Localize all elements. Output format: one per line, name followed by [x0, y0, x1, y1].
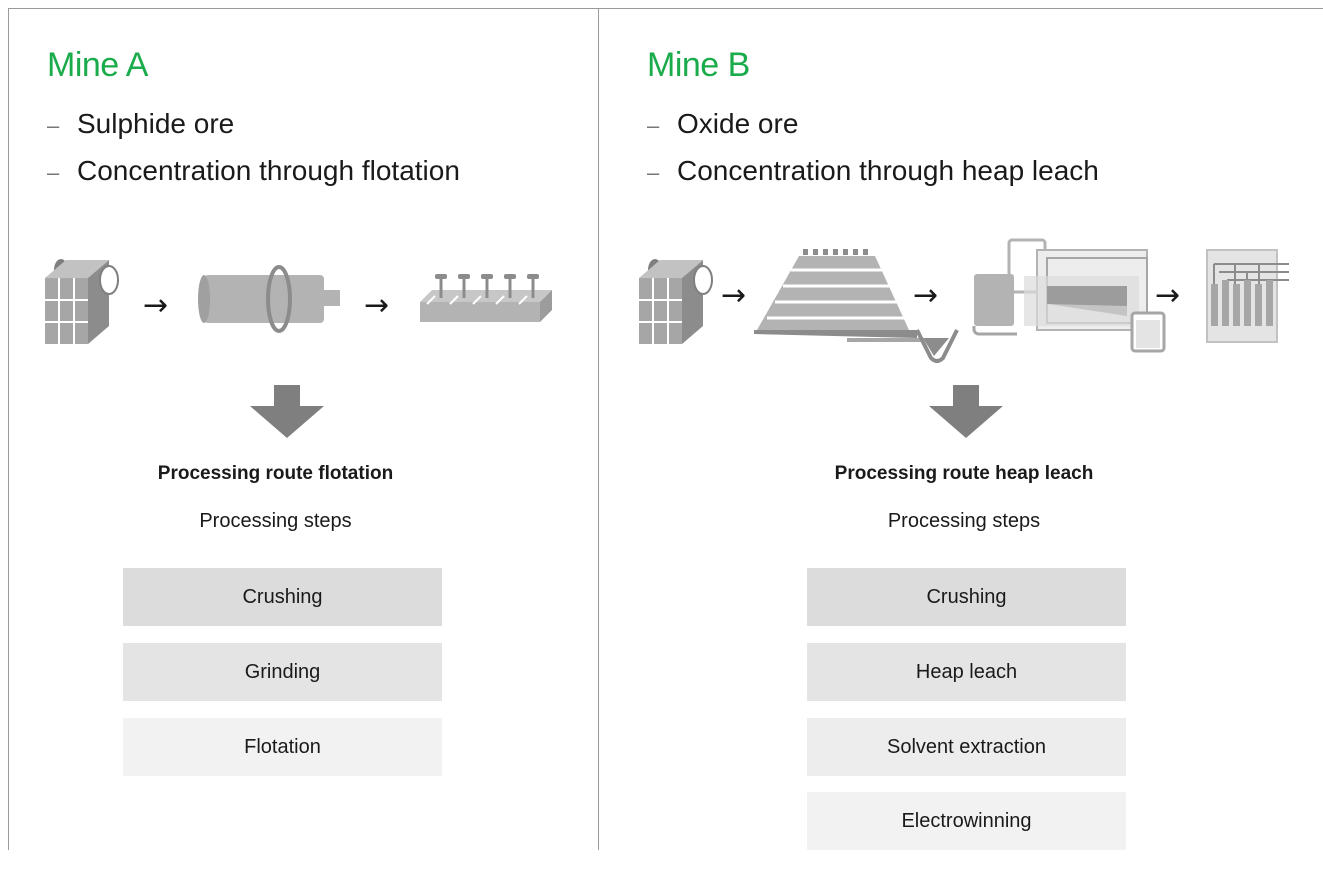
mine-b-bullet-text: Concentration through heap leach — [677, 155, 1099, 186]
flow-arrow-icon: → — [364, 288, 389, 323]
process-step-electrowinning: Electrowinning — [807, 792, 1126, 850]
mine-a-bullet-text: Concentration through flotation — [77, 155, 460, 186]
process-step-flotation: Flotation — [123, 718, 442, 776]
steps-label: Processing steps — [887, 510, 1041, 532]
flow-arrow-icon: → — [143, 288, 168, 323]
mine-a-bullet: –Concentration through flotation — [47, 147, 460, 194]
solvent-extraction-icon — [972, 238, 1166, 353]
mine-b-panel: Mine B –Oxide ore –Concentration through… — [599, 8, 1323, 850]
process-step-grinding: Grinding — [123, 643, 442, 701]
mine-a-bullet-text: Sulphide ore — [77, 108, 235, 139]
dash-bullet-icon: – — [647, 113, 660, 138]
frame-top-border — [8, 8, 1323, 9]
heap-leach-pad-icon — [754, 249, 959, 363]
flotation-cells-icon — [420, 274, 552, 322]
mine-b-title: Mine B — [647, 46, 750, 84]
flow-arrow-icon: → — [721, 278, 746, 313]
process-step-solvent-extraction: Solvent extraction — [807, 718, 1126, 776]
mine-b-bullet: –Oxide ore — [647, 100, 1099, 147]
mine-a-bullet: –Sulphide ore — [47, 100, 460, 147]
mine-a-panel: Mine A –Sulphide ore –Concentration thro… — [9, 8, 598, 850]
flow-arrow-icon: → — [1155, 278, 1180, 313]
frame-left-border — [8, 8, 9, 850]
process-step-crushing: Crushing — [123, 568, 442, 626]
route-title: Processing route flotation — [157, 463, 394, 484]
mine-a-bullets: –Sulphide ore –Concentration through flo… — [47, 100, 460, 194]
grinding-mill-icon — [198, 265, 340, 333]
down-arrow-icon — [250, 385, 324, 438]
mine-b-bullet: –Concentration through heap leach — [647, 147, 1099, 194]
route-title: Processing route heap leach — [834, 463, 1094, 484]
crusher-icon — [45, 259, 119, 344]
mine-b-bullets: –Oxide ore –Concentration through heap l… — [647, 100, 1099, 194]
flow-arrow-icon: → — [913, 278, 938, 313]
mine-b-bullet-text: Oxide ore — [677, 108, 799, 139]
electrowinning-cells-icon — [1206, 249, 1289, 343]
process-step-heap-leach: Heap leach — [807, 643, 1126, 701]
dash-bullet-icon: – — [47, 113, 60, 138]
dash-bullet-icon: – — [647, 160, 660, 185]
mine-a-title: Mine A — [47, 46, 148, 84]
crusher-icon — [639, 259, 713, 344]
process-step-crushing: Crushing — [807, 568, 1126, 626]
steps-label: Processing steps — [199, 510, 352, 532]
mine-b-flow-illustration: → → — [639, 238, 1289, 438]
down-arrow-icon — [929, 385, 1003, 438]
panel-divider — [598, 8, 599, 850]
dash-bullet-icon: – — [47, 160, 60, 185]
mine-a-flow-illustration: → → — [45, 259, 552, 438]
